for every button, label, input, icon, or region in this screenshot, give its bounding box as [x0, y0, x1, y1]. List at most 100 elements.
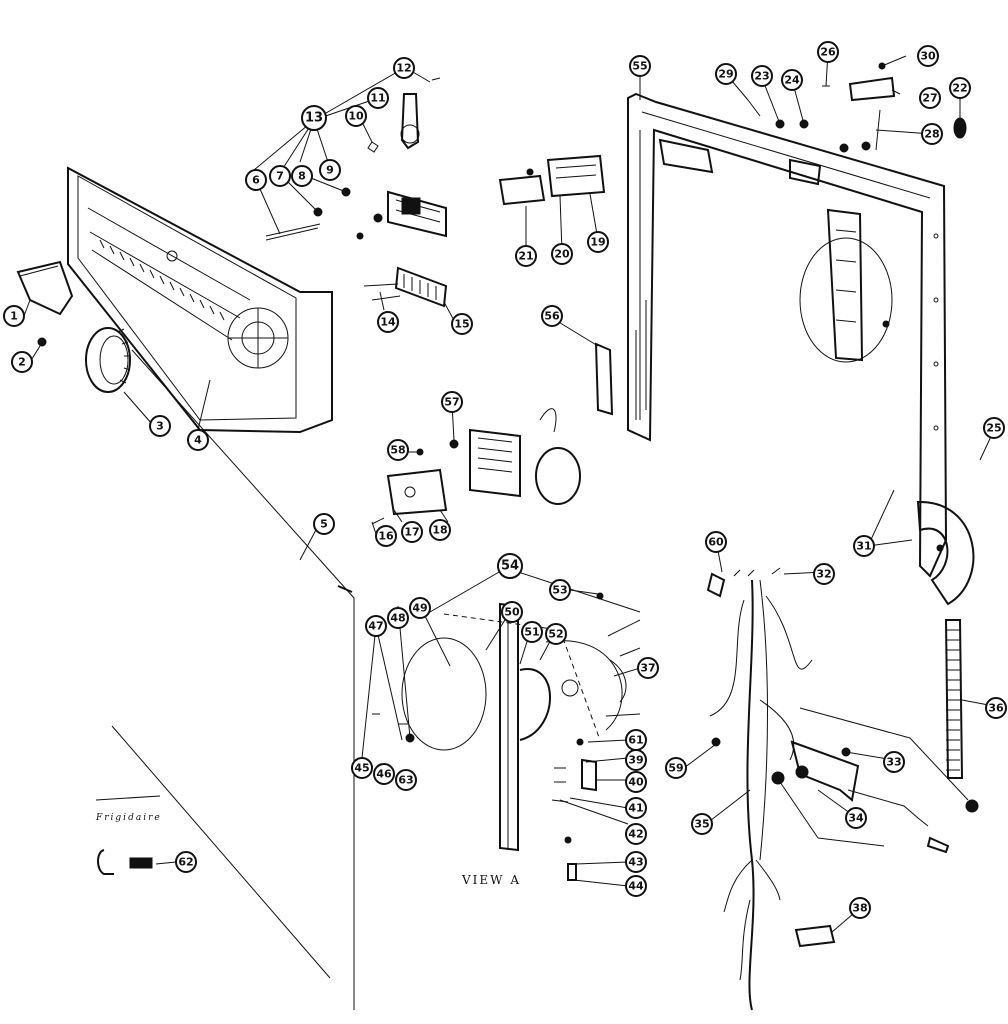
svg-text:28: 28 — [924, 128, 939, 141]
view-a-label: VIEW A — [461, 873, 521, 887]
svg-text:12: 12 — [396, 62, 411, 75]
svg-text:35: 35 — [694, 818, 709, 831]
door-frame-part-55 — [627, 92, 975, 606]
svg-text:8: 8 — [298, 170, 306, 183]
screw-part-2 — [37, 337, 47, 347]
callout-14: 14 — [377, 311, 399, 333]
wiring-harness-part-35 — [706, 567, 813, 1011]
callout-42: 42 — [625, 823, 647, 845]
callout-62: 62 — [175, 851, 197, 873]
callout-54: 54 — [497, 553, 523, 579]
callout-24: 24 — [781, 69, 803, 91]
svg-text:46: 46 — [376, 768, 392, 781]
callout-32: 32 — [813, 563, 835, 585]
svg-text:11: 11 — [370, 92, 385, 105]
svg-text:30: 30 — [920, 50, 936, 63]
svg-text:57: 57 — [444, 396, 459, 409]
timer-motor-assembly — [371, 408, 581, 525]
svg-text:58: 58 — [390, 444, 405, 457]
callout-35: 35 — [691, 813, 713, 835]
callout-39: 39 — [625, 749, 647, 771]
callout-40: 40 — [625, 771, 647, 793]
switch-bracket-part-34 — [771, 740, 979, 854]
svg-text:56: 56 — [544, 310, 560, 323]
callout-7: 7 — [269, 165, 291, 187]
svg-text:16: 16 — [378, 530, 394, 543]
door-latch-mechanism — [799, 208, 893, 363]
callout-44: 44 — [625, 875, 647, 897]
callout-bubbles: 1 2 3 4 5 6 7 8 9 10 11 12 13 14 15 16 1… — [3, 41, 1007, 919]
callout-13: 13 — [301, 105, 327, 131]
callout-8: 8 — [291, 165, 313, 187]
callout-5: 5 — [313, 513, 335, 535]
svg-text:44: 44 — [628, 880, 644, 893]
callout-11: 11 — [367, 87, 389, 109]
svg-text:31: 31 — [856, 540, 871, 553]
callout-21: 21 — [515, 245, 537, 267]
callout-16: 16 — [375, 525, 397, 547]
svg-text:34: 34 — [848, 812, 864, 825]
svg-text:2: 2 — [18, 356, 26, 369]
svg-text:52: 52 — [548, 628, 563, 641]
svg-text:54: 54 — [501, 559, 519, 574]
svg-text:50: 50 — [504, 606, 520, 619]
svg-text:5: 5 — [320, 518, 328, 531]
callout-33: 33 — [883, 751, 905, 773]
callout-38: 38 — [849, 897, 871, 919]
callout-22: 22 — [949, 77, 971, 99]
control-panel — [67, 166, 333, 434]
svg-text:61: 61 — [628, 734, 643, 747]
svg-text:29: 29 — [718, 68, 733, 81]
callout-60: 60 — [705, 531, 727, 553]
svg-text:22: 22 — [952, 82, 967, 95]
svg-text:10: 10 — [348, 110, 364, 123]
callout-3: 3 — [149, 415, 171, 437]
svg-text:21: 21 — [518, 250, 533, 263]
callout-30: 30 — [917, 45, 939, 67]
callout-49: 49 — [409, 597, 431, 619]
svg-text:13: 13 — [305, 111, 323, 126]
svg-text:62: 62 — [178, 856, 193, 869]
hinge-parts-22-30 — [747, 62, 967, 153]
svg-text:49: 49 — [412, 602, 427, 615]
svg-text:45: 45 — [354, 762, 369, 775]
svg-text:23: 23 — [754, 70, 769, 83]
svg-text:9: 9 — [326, 164, 334, 177]
callout-37: 37 — [637, 657, 659, 679]
svg-text:6: 6 — [252, 174, 260, 187]
callout-63: 63 — [395, 769, 417, 791]
svg-text:37: 37 — [640, 662, 655, 675]
callout-31: 31 — [853, 535, 875, 557]
svg-text:47: 47 — [368, 620, 383, 633]
svg-text:18: 18 — [432, 524, 447, 537]
svg-text:3: 3 — [156, 420, 164, 433]
spring-part-36 — [944, 619, 964, 779]
latch-brackets — [498, 154, 606, 206]
callout-59: 59 — [665, 757, 687, 779]
callout-46: 46 — [373, 763, 395, 785]
brand-mark: Frigidaire — [95, 813, 162, 823]
callout-47: 47 — [365, 615, 387, 637]
svg-text:55: 55 — [632, 60, 647, 73]
callout-52: 52 — [545, 623, 567, 645]
svg-text:43: 43 — [628, 856, 643, 869]
callout-18: 18 — [429, 519, 451, 541]
callout-2: 2 — [11, 351, 33, 373]
callout-6: 6 — [245, 169, 267, 191]
knob-part-1 — [16, 260, 74, 316]
svg-text:41: 41 — [628, 802, 643, 815]
callout-58: 58 — [387, 439, 409, 461]
callout-20: 20 — [551, 243, 573, 265]
callout-48: 48 — [387, 607, 409, 629]
side-panel-part-5 — [111, 349, 601, 1010]
callout-1: 1 — [3, 305, 25, 327]
callout-29: 29 — [715, 63, 737, 85]
callout-56: 56 — [541, 305, 563, 327]
callout-9: 9 — [319, 159, 341, 181]
callout-36: 36 — [985, 697, 1007, 719]
callout-27: 27 — [919, 87, 941, 109]
svg-text:7: 7 — [276, 170, 284, 183]
callout-25: 25 — [983, 417, 1005, 439]
svg-text:27: 27 — [922, 92, 937, 105]
